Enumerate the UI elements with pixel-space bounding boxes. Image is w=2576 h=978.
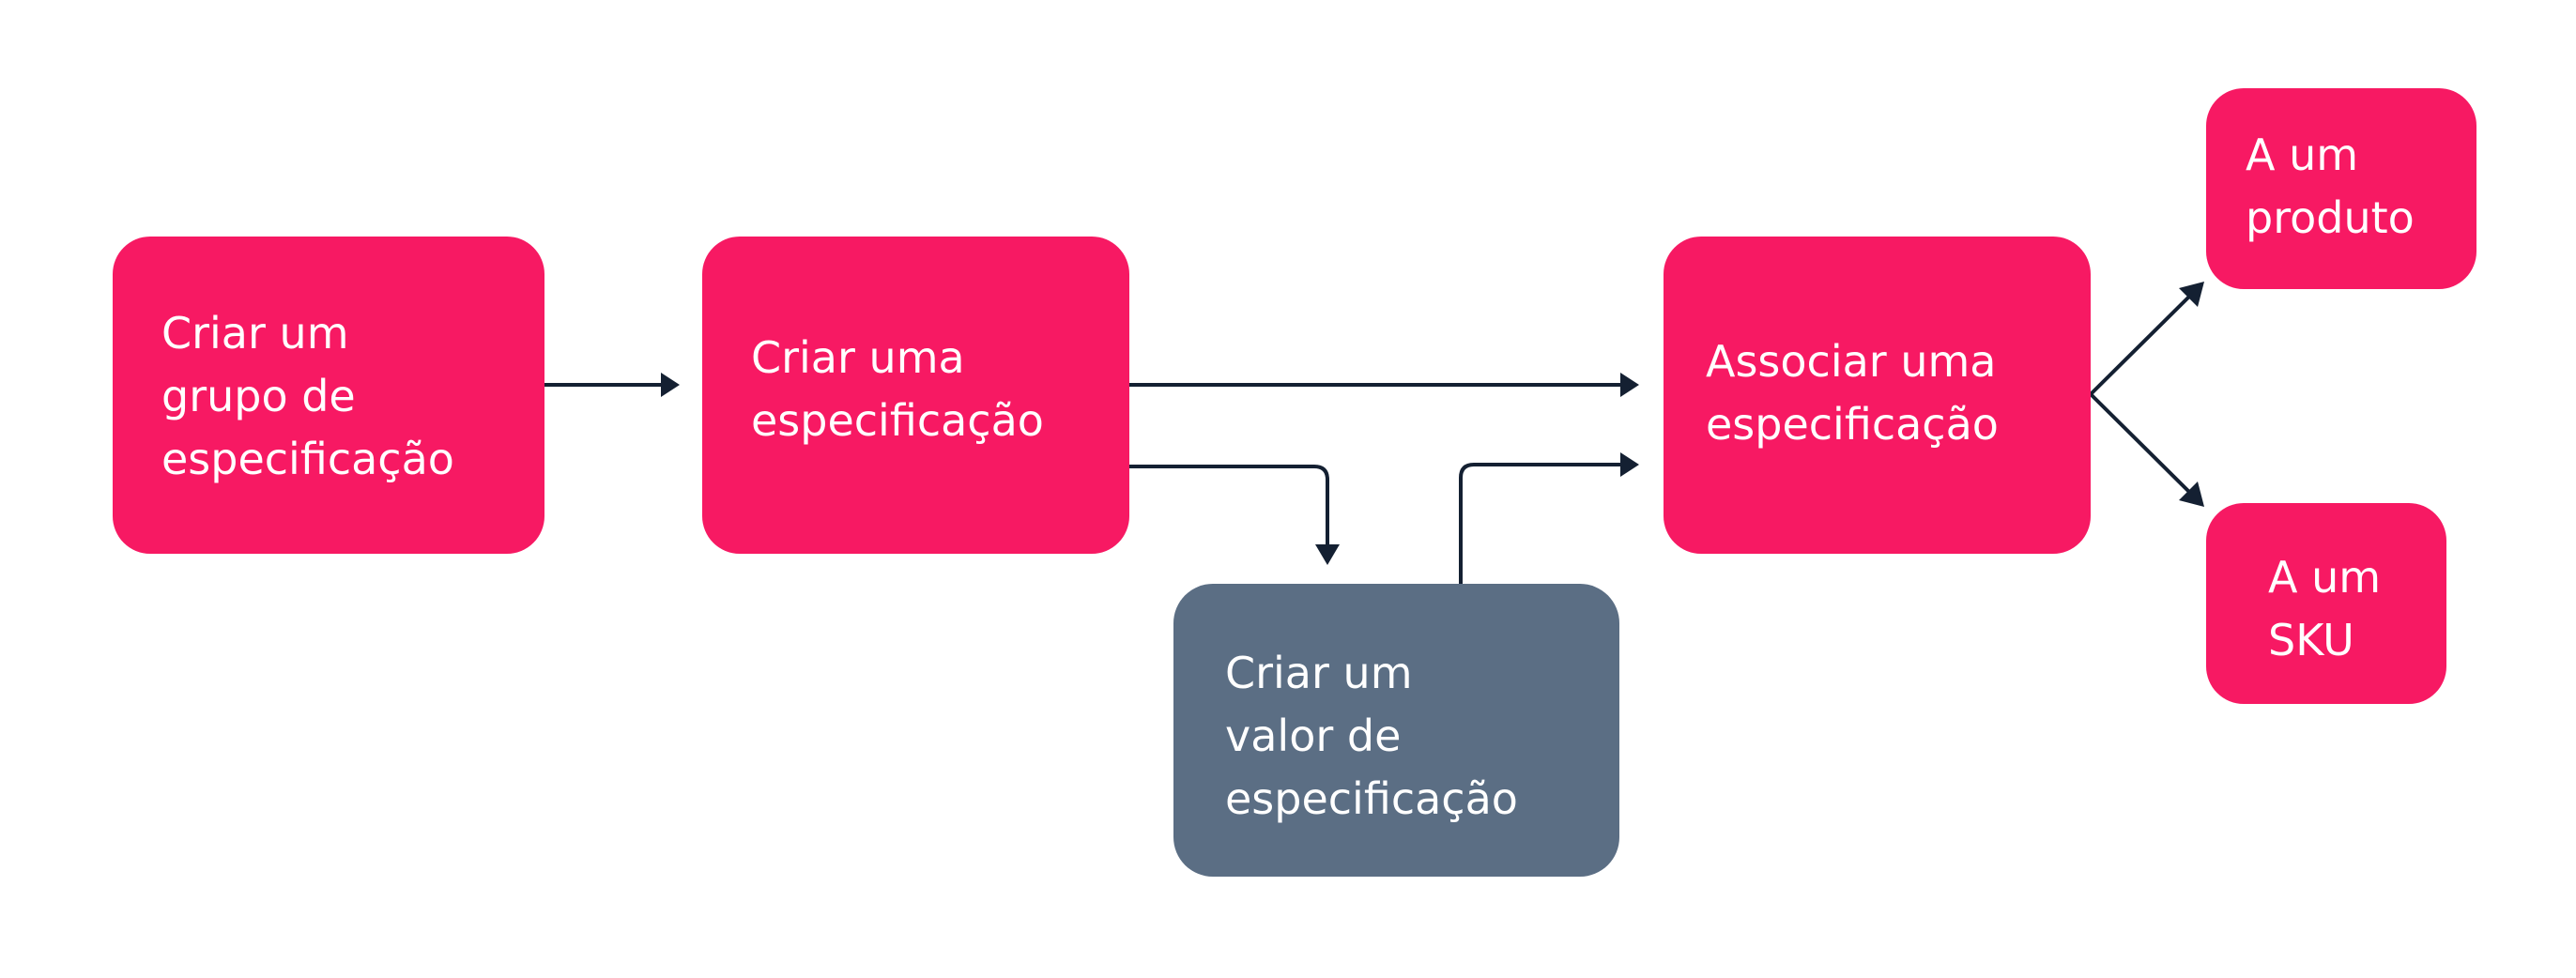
node-associate-spec: Associar uma especificação [1664,237,2091,554]
arrow-head-associate-to-sku [2179,481,2204,507]
node-create-spec-value: Criar um valor de especificação [1173,584,1619,877]
arrow-head-group-to-spec [661,373,680,397]
arrow-head-associate-to-product [2179,282,2204,307]
node-to-sku: A um SKU [2206,503,2446,704]
node-to-product: A um produto [2206,88,2476,289]
arrow-associate-to-product [2089,287,2199,396]
arrow-value-to-associate [1459,463,1633,584]
arrow-associate-to-sku [2089,392,2199,501]
arrow-head-spec-to-associate [1620,373,1639,397]
arrow-head-spec-to-value [1315,544,1340,565]
arrow-head-value-to-associate [1620,452,1639,477]
arrow-spec-to-value [1129,465,1329,552]
node-create-spec: Criar uma especificação [702,237,1129,554]
node-create-spec-group: Criar um grupo de especificação [113,237,544,554]
